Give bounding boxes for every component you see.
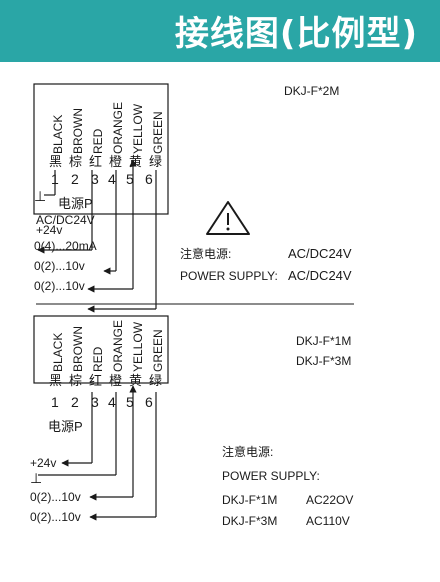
note-en: POWER SUPPLY: (222, 469, 320, 483)
note-cn: 注意电源: (180, 246, 231, 261)
power-label: 电源P (58, 196, 93, 211)
terminal-num-1: 1 (51, 394, 59, 410)
terminal-num-6: 6 (145, 394, 153, 410)
power-label: 电源P (48, 419, 83, 434)
signal-v1-label: 0(2)...10v (30, 490, 81, 504)
terminal-num-2: 2 (71, 394, 79, 410)
wire-cn-green: 绿 (149, 373, 162, 388)
power-spec: AC/DC24V (36, 213, 95, 227)
terminal-num-3: 3 (91, 394, 99, 410)
signal-ma-label: 0(4)...20mA (34, 239, 97, 253)
wires-2 (38, 385, 157, 521)
wire-label-yellow: YELLOW (131, 103, 145, 154)
ground-symbol: ⊥ (30, 470, 42, 486)
supply-row-2-model: DKJ-F*3M (222, 514, 277, 528)
section-2: BLACK BROWN RED ORANGE YELLOW GREEN 黑 棕 … (30, 315, 353, 528)
terminal-box (33, 315, 169, 384)
wire-cn-black: 黑 (49, 154, 62, 169)
wire-cn-green: 绿 (149, 154, 162, 169)
model-label-1: DKJ-F*1M (296, 334, 351, 348)
wire-cn-brown: 棕 (69, 154, 82, 169)
signal-v1-label: 0(2)...10v (34, 259, 85, 273)
wire-cn-orange: 橙 (109, 154, 122, 169)
wire-label-red: RED (91, 346, 105, 372)
wire-label-orange: ORANGE (111, 320, 125, 372)
wire-label-orange: ORANGE (111, 102, 125, 154)
terminal-num-4: 4 (108, 394, 116, 410)
model-label: DKJ-F*2M (284, 84, 339, 98)
section-1: BLACK BROWN RED ORANGE YELLOW GREEN 黑 棕 … (33, 83, 352, 313)
terminal-num-6: 6 (145, 171, 153, 187)
note-cn: 注意电源: (222, 444, 273, 459)
terminal-num-5: 5 (126, 171, 134, 187)
wire-cn-yellow: 黄 (129, 154, 142, 169)
terminal-box (33, 83, 169, 215)
note-cn-value: AC/DC24V (288, 246, 352, 261)
ground-symbol: ⊥ (34, 188, 46, 204)
signal-v2-label: 0(2)...10v (34, 279, 85, 293)
wire-cn-orange: 橙 (109, 373, 122, 388)
plus24-label: +24v (36, 223, 62, 237)
warning-triangle-icon (206, 201, 250, 235)
wire-cn-black: 黑 (49, 373, 62, 388)
model-label-2: DKJ-F*3M (296, 354, 351, 368)
wire-label-brown: BROWN (71, 108, 85, 154)
terminal-num-3: 3 (91, 171, 99, 187)
wire-label-brown: BROWN (71, 326, 85, 372)
wire-labels-2: BLACK BROWN RED ORANGE YELLOW GREEN 黑 棕 … (49, 320, 165, 410)
wire-cn-yellow: 黄 (129, 373, 142, 388)
note-en: POWER SUPPLY: (180, 269, 278, 283)
terminal-num-2: 2 (71, 171, 79, 187)
wire-cn-brown: 棕 (69, 373, 82, 388)
supply-row-1-value: AC22OV (306, 493, 353, 507)
wire-label-red: RED (91, 128, 105, 154)
note-en-value: AC/DC24V (288, 268, 352, 283)
supply-row-2-value: AC110V (306, 514, 350, 528)
wire-cn-red: 红 (89, 373, 102, 388)
wires-1 (37, 159, 157, 313)
wire-label-yellow: YELLOW (131, 321, 145, 372)
wire-labels-1: BLACK BROWN RED ORANGE YELLOW GREEN 黑 棕 … (49, 102, 165, 187)
wire-label-green: GREEN (151, 111, 165, 154)
supply-row-1-model: DKJ-F*1M (222, 493, 277, 507)
plus24-label: +24v (30, 456, 56, 470)
terminal-num-4: 4 (108, 171, 116, 187)
wire-label-black: BLACK (51, 115, 65, 154)
header-bar: 接线图(比例型) (0, 0, 440, 62)
wire-cn-red: 红 (89, 154, 102, 169)
page-title: 接线图(比例型) (174, 14, 418, 54)
wire-label-black: BLACK (51, 333, 65, 372)
terminal-num-5: 5 (126, 394, 134, 410)
signal-v2-label: 0(2)...10v (30, 510, 81, 524)
wire-label-green: GREEN (151, 329, 165, 372)
wiring-diagram: BLACK BROWN RED ORANGE YELLOW GREEN 黑 棕 … (30, 83, 354, 528)
